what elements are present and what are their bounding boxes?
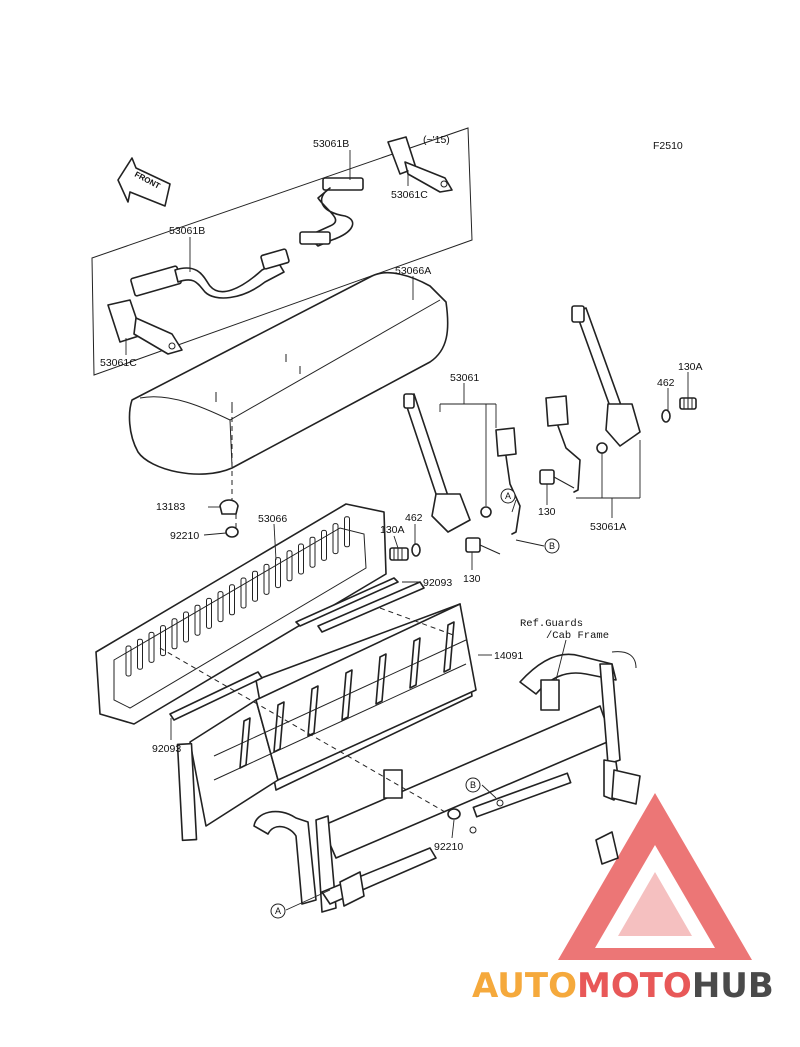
connector-b-lower-label: B: [470, 780, 476, 790]
label-462-right: 462: [657, 377, 675, 389]
frame-plate: [611, 769, 641, 805]
strip-92093-upper: [317, 581, 425, 633]
label-53061b-top: 53061B: [313, 138, 349, 150]
part-labels: F2510 (~'15) 53061B 53061C 53061B 53061C…: [100, 134, 703, 853]
label-130-right: 130: [538, 506, 556, 518]
base-slot: [275, 557, 281, 589]
bolt-130-right: [539, 469, 575, 489]
base-slot: [194, 604, 201, 636]
connector-b-upper-label: B: [549, 541, 555, 551]
connector-b-lower: [465, 777, 481, 793]
panel-crossbar: [213, 663, 467, 781]
label-92210-top: 92210: [170, 530, 199, 542]
connector-a-lower-label: A: [275, 906, 281, 916]
connector-a-upper: [500, 488, 516, 504]
base-slot: [160, 625, 166, 657]
ref-note-line1: Ref.Guards: [520, 618, 583, 630]
label-92093-bottom: 92093: [152, 743, 181, 755]
watermark-text: AUTOMOTOHUB: [472, 966, 774, 1006]
base-slot: [298, 543, 304, 575]
belt-buckle-53061c-top: [387, 136, 453, 193]
base-slot: [263, 563, 270, 595]
base-slot: [321, 529, 327, 561]
panel-rib: [307, 685, 319, 737]
bolt-130a-left: [389, 547, 409, 561]
label-53061a: 53061A: [590, 521, 626, 533]
kit-frame: [91, 127, 473, 376]
ref-note-line2: /Cab Frame: [546, 630, 609, 642]
base-slots: [125, 516, 350, 677]
base-slot: [309, 536, 316, 568]
connector-a-upper-label: A: [505, 491, 511, 501]
belt-strap-53061b-top: [299, 177, 364, 247]
panel-ribs: [213, 621, 467, 781]
leader-lines: [125, 150, 689, 911]
clip-13183: [219, 499, 239, 515]
base-slot: [137, 638, 143, 670]
fasteners: [219, 397, 697, 820]
base-slot: [252, 570, 258, 602]
base-slot: [217, 591, 224, 623]
label-53061b-left: 53061B: [169, 225, 205, 237]
washer-462-left: [411, 543, 421, 557]
label-92210-bottom: 92210: [434, 841, 463, 853]
base-slot: [183, 611, 189, 643]
watermark-auto: AUTO: [472, 966, 577, 1006]
nut-92210-top: [225, 526, 239, 538]
base-slot: [229, 584, 235, 616]
front-arrow-icon: FRONT: [117, 157, 171, 207]
connector-a-lower: [270, 903, 286, 919]
panel-crossbar: [213, 639, 467, 757]
watermark-text-main: AUTOMOTOHUB: [472, 966, 774, 1006]
label-53066a: 53066A: [395, 265, 431, 277]
belt-strap-53061b-left: [130, 248, 290, 299]
label-462-left: 462: [405, 512, 423, 524]
panel-bracket: [383, 769, 403, 799]
belt-buckle-53061c-left: [107, 299, 183, 355]
foam-strips-92093: [169, 577, 425, 721]
label-53061c-left: 53061C: [100, 357, 137, 369]
seat-belt-53061a: [545, 305, 641, 493]
belt-kit-group: FRONT: [91, 127, 473, 376]
bolt-130a-right: [679, 397, 697, 410]
base-slot: [171, 618, 178, 650]
label-14091: 14091: [494, 650, 523, 662]
label-53066: 53066: [258, 513, 287, 525]
seat-base-53066: [95, 503, 387, 725]
seat-cushion-53066a: [128, 271, 449, 512]
watermark-triangle-core: [618, 872, 692, 936]
rear-panel-14091: [176, 603, 477, 842]
watermark-automoto: AUTOMOTO: [472, 966, 692, 1006]
base-slot: [344, 516, 350, 548]
version-note: (~'15): [423, 134, 450, 146]
watermark-hub: HUB: [692, 966, 774, 1006]
label-130a-left: 130A: [380, 524, 405, 536]
connector-markers: A B B A: [270, 488, 560, 919]
washer-462-right: [661, 409, 671, 423]
base-slot: [332, 523, 339, 555]
strip-92093-top-detail: [295, 577, 399, 627]
frame-bracket: [540, 679, 560, 711]
label-130-left: 130: [463, 573, 481, 585]
base-slot: [206, 597, 212, 629]
label-53061c-top: 53061C: [391, 189, 428, 201]
bolt-130-left: [465, 537, 501, 555]
connector-b-upper: [544, 538, 560, 554]
label-53061: 53061: [450, 372, 479, 384]
label-130a-right: 130A: [678, 361, 703, 373]
base-slot: [240, 577, 247, 609]
strip-92093-lower: [169, 671, 263, 721]
base-slot: [125, 645, 132, 677]
figure-code: F2510: [653, 140, 683, 152]
label-92093-top: 92093: [423, 577, 452, 589]
label-13183: 13183: [156, 501, 185, 513]
nut-92210-bottom: [447, 808, 461, 820]
base-slot: [148, 631, 155, 663]
watermark-moto: MOTO: [577, 966, 692, 1006]
watermark-logo: [558, 793, 752, 960]
base-slot: [286, 550, 293, 582]
